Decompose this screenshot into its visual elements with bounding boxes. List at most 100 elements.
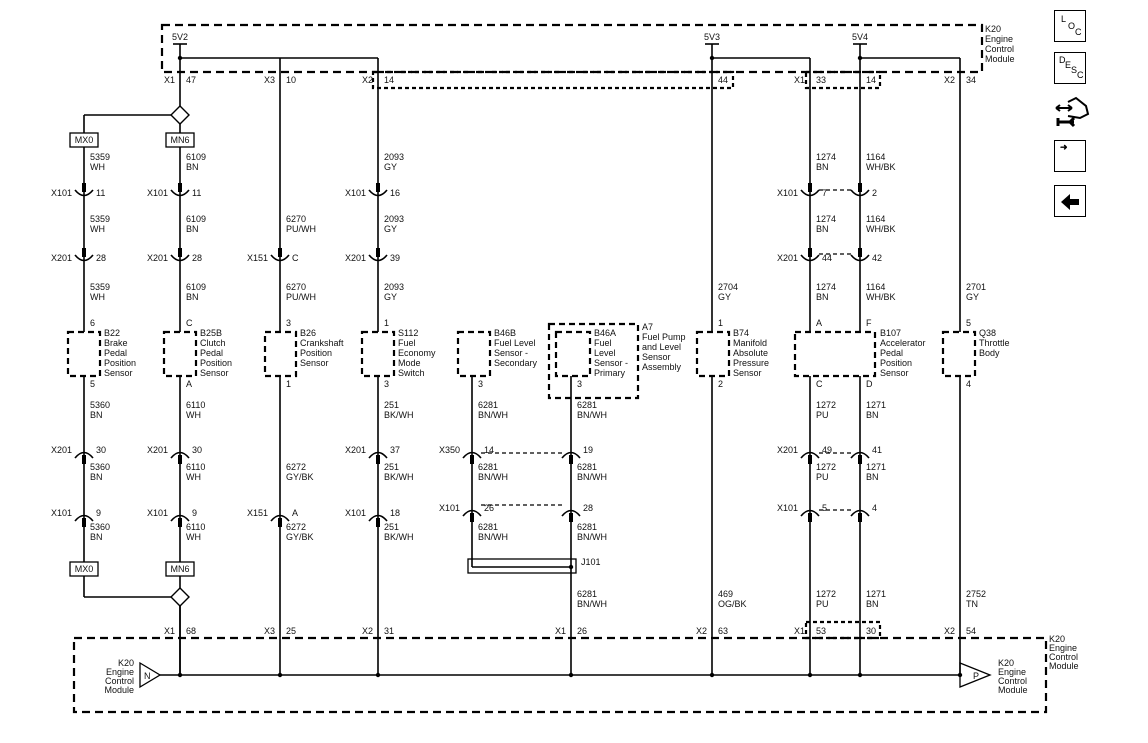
k20-label: Module (998, 685, 1028, 695)
component-name: Switch (398, 368, 425, 378)
component-pin: 3 (384, 379, 389, 389)
connector-arc (170, 451, 190, 459)
component-box (456, 330, 492, 378)
previous-page-button[interactable] (1054, 185, 1086, 217)
component-pin: A (186, 379, 192, 389)
component-name: Throttle (979, 338, 1010, 348)
splice-label: MN6 (170, 135, 189, 145)
assembly-label: and Level (642, 342, 681, 352)
inline-connector-pin: 4 (872, 503, 877, 513)
component-name: Sensor - (494, 348, 528, 358)
description-button[interactable]: D E S C (1054, 52, 1086, 84)
inline-connector-id: X201 (345, 253, 366, 263)
inline-connector-pin: 42 (872, 253, 882, 263)
component-name: Absolute (733, 348, 768, 358)
wire-color: GY (384, 224, 397, 234)
desc-letter: E (1065, 60, 1072, 70)
component-pin: A (816, 318, 822, 328)
component-name: Pressure (733, 358, 769, 368)
assembly-label: A7 (642, 322, 653, 332)
loc-letter: L (1061, 14, 1067, 24)
inline-connector-pin: 39 (390, 253, 400, 263)
inline-connector-pin: 14 (484, 445, 494, 455)
component-box (554, 330, 592, 378)
circuit-number: 5360 (90, 522, 110, 532)
wire-color: BN (186, 224, 199, 234)
circuit-number: 6281 (577, 589, 597, 599)
inline-connector-pin: 18 (390, 508, 400, 518)
inline-connector-pin: 9 (192, 508, 197, 518)
inline-connector-id: X201 (147, 253, 168, 263)
pin-number: 63 (718, 626, 728, 636)
connector-pin (178, 183, 182, 192)
component-name: Body (979, 348, 1000, 358)
connector-repair-icon[interactable] (1054, 96, 1090, 132)
wire-color: WH/BK (866, 224, 896, 234)
component-box (162, 330, 198, 378)
component-name: Fuel Level (494, 338, 536, 348)
inline-connector-id: X101 (147, 188, 168, 198)
k20-label: Control (998, 676, 1027, 686)
circuit-number: 6110 (186, 522, 205, 532)
connector-pin (470, 455, 474, 464)
k20-label: Engine (106, 667, 134, 677)
pin-number: 14 (866, 75, 876, 85)
location-button[interactable]: L O C (1054, 10, 1086, 42)
connector-pin (808, 455, 812, 464)
circuit-number: 6109 (186, 282, 206, 292)
splice-pack-top (165, 132, 195, 148)
wire-color: GY (384, 292, 397, 302)
connector-arc (800, 509, 820, 517)
connector-pin (470, 513, 474, 522)
inline-connector-pin: 9 (96, 508, 101, 518)
connector-pin (808, 183, 812, 192)
k20-label: Module (985, 54, 1015, 64)
bus-ref-n-triangle (139, 661, 162, 689)
k20-bottom-box (72, 636, 1048, 714)
next-page-button[interactable]: ➜ (1054, 140, 1086, 172)
connector-arc (800, 254, 820, 262)
splice-pack-bottom (165, 561, 195, 577)
wire-color: BN (186, 292, 199, 302)
connector-arc (74, 254, 94, 262)
circuit-number: 5359 (90, 214, 110, 224)
component-pin: 2 (718, 379, 723, 389)
inline-connector-pin: 28 (96, 253, 106, 263)
component-name: Pedal (104, 348, 127, 358)
component-box (263, 330, 298, 378)
connector-pin (178, 455, 182, 464)
inline-connector-pin: C (292, 253, 299, 263)
k20-label: K20 (985, 24, 1001, 34)
wire-color: TN (966, 599, 978, 609)
connector-pin (569, 513, 573, 522)
component-box (695, 330, 731, 378)
component-pin: C (186, 318, 193, 328)
circuit-number: 1274 (816, 152, 836, 162)
circuit-number: 1271 (866, 400, 886, 410)
connector-id: X3 (264, 626, 275, 636)
component-name: Sensor (104, 368, 133, 378)
inline-connector-pin: 30 (192, 445, 202, 455)
wire-color: BN (866, 599, 879, 609)
connector-arc (74, 514, 94, 522)
k20-label: Engine (985, 34, 1013, 44)
circuit-number: 1164 (866, 282, 885, 292)
circuit-number: 2093 (384, 282, 404, 292)
assembly-box-a7 (547, 322, 640, 400)
connector-pin (376, 518, 380, 527)
connector-pin (278, 518, 282, 527)
circuit-number: 5360 (90, 462, 110, 472)
wire-color: GY/BK (286, 532, 314, 542)
arrow-right-icon: ➜ (1060, 142, 1068, 152)
wire-color: PU/WH (286, 224, 316, 234)
wire-color: BN/WH (478, 410, 508, 420)
splice-diamond (170, 587, 190, 607)
component-box (66, 330, 102, 378)
wire-color: BN (186, 162, 199, 172)
inline-connector-id: X101 (51, 508, 72, 518)
inline-connector-pin: 19 (583, 445, 593, 455)
component-pin: 1 (384, 318, 389, 328)
component-name: Pedal (200, 348, 223, 358)
component-name: Sensor (733, 368, 762, 378)
connector-arc (270, 254, 290, 262)
